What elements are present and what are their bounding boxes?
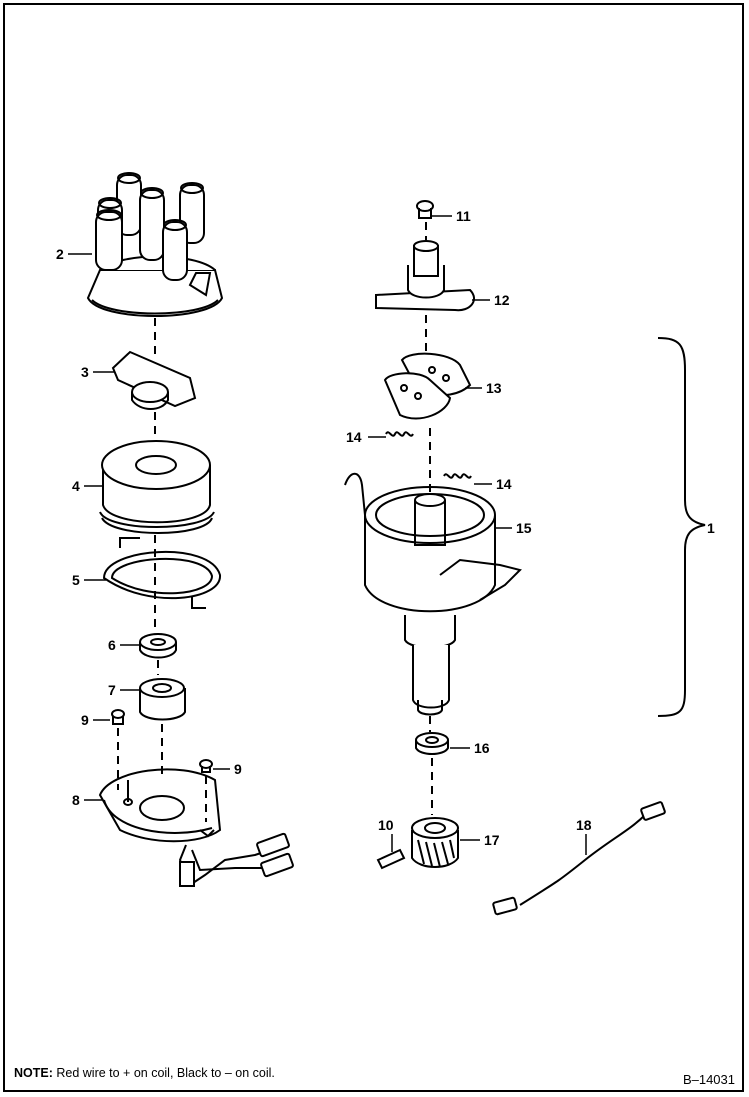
retaining-ring [102, 537, 222, 609]
callout-9-right: 9 [234, 761, 242, 777]
note-text: NOTE: Red wire to + on coil, Black to – … [14, 1066, 275, 1080]
dust-shield [99, 440, 215, 534]
callout-16: 16 [474, 740, 490, 756]
advance-weights [383, 352, 472, 420]
screw-9-right [199, 759, 213, 773]
callout-11: 11 [456, 208, 471, 224]
alignment-lines [117, 222, 433, 822]
spring-14-lower [443, 473, 472, 479]
bushing-7 [139, 678, 186, 721]
callout-8: 8 [72, 792, 80, 808]
screw-9-left [111, 709, 125, 725]
distributor-cap [86, 172, 224, 317]
callout-18: 18 [576, 817, 592, 833]
callout-15: 15 [516, 520, 532, 536]
spring-14-upper [385, 431, 414, 437]
assembly-brace [657, 337, 706, 717]
callout-5: 5 [72, 572, 80, 588]
note-label: NOTE: [14, 1066, 53, 1080]
callout-14-lower: 14 [496, 476, 512, 492]
callout-3: 3 [81, 364, 89, 380]
callout-4: 4 [72, 478, 80, 494]
figure-code: B–14031 [682, 1072, 735, 1087]
wire-harness-18 [492, 801, 666, 916]
callout-17: 17 [484, 832, 500, 848]
callout-numbers: 1 2 3 4 5 6 7 9 9 8 11 12 13 14 14 15 16… [56, 208, 715, 848]
screw-11 [416, 200, 434, 219]
callout-9-left: 9 [81, 712, 89, 728]
callout-12: 12 [494, 292, 510, 308]
drive-gear [411, 817, 459, 868]
washer-16 [415, 732, 449, 755]
leader-lines [68, 215, 587, 855]
callout-6: 6 [108, 637, 116, 653]
distributor-housing [344, 472, 522, 716]
callout-1: 1 [707, 520, 715, 536]
callout-2: 2 [56, 246, 64, 262]
callout-7: 7 [108, 682, 116, 698]
diagram-frame [3, 3, 744, 1092]
callout-10: 10 [378, 817, 394, 833]
cam-12 [375, 240, 475, 312]
pickup-module [98, 768, 294, 887]
callout-14-upper: 14 [346, 429, 362, 445]
washer-6 [139, 633, 177, 659]
roll-pin-10 [376, 848, 406, 870]
callout-13: 13 [486, 380, 502, 396]
note-body: Red wire to + on coil, Black to – on coi… [52, 1066, 275, 1080]
rotor [111, 350, 197, 410]
